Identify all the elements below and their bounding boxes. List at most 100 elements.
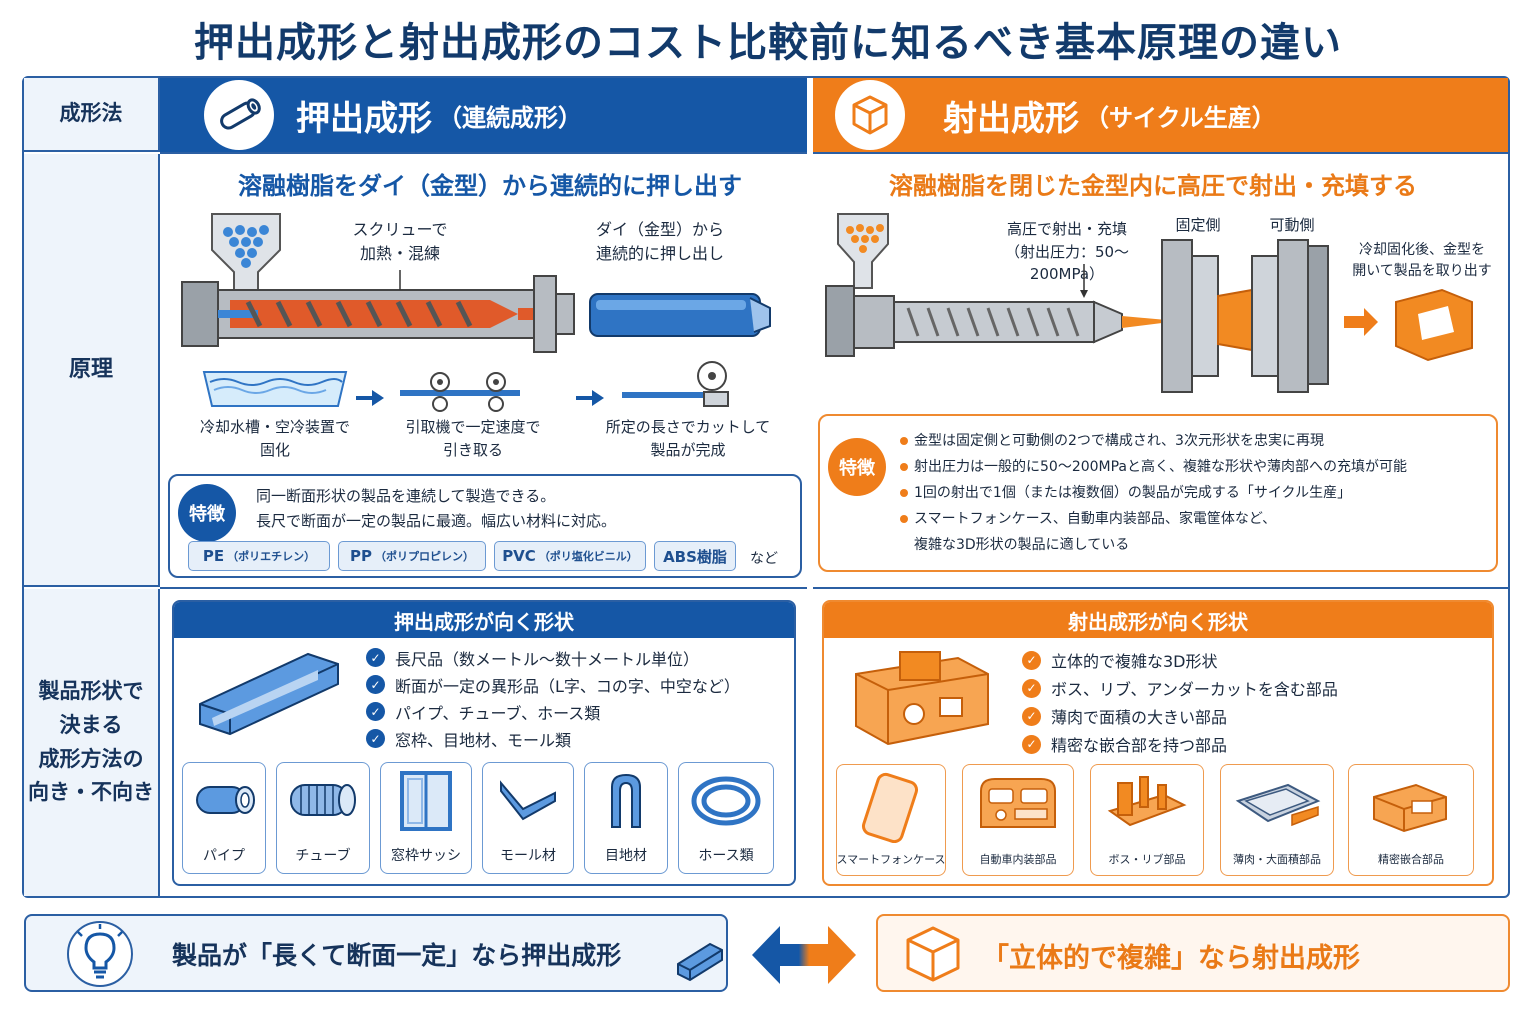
feature-line: スマートフォンケース、自動車内装部品、家電筐体など、 (900, 506, 1407, 532)
row-label-shape-line: 成形方法の (38, 746, 144, 771)
product-card-boss-rib: ボス・リブ部品 (1090, 764, 1204, 876)
feature-line: 1回の射出で1個（または複数個）の製品が完成する「サイクル生産」 (900, 480, 1407, 506)
extrusion-summary-text: 製品が「長くて断面一定」なら押出成形 (172, 941, 622, 970)
page-title: 押出成形と射出成形のコスト比較前に知るべき基本原理の違い (194, 20, 1342, 66)
shape-item-text: 立体的で複雑な3D形状 (1051, 652, 1218, 671)
step-text: 引き取る (442, 440, 503, 459)
extrusion-header: 押出成形 （連続成形） (160, 78, 807, 152)
die-note-line: 連続的に押し出し (595, 244, 724, 263)
precision-part-icon (1373, 783, 1447, 833)
feature-badge: 特徴 (828, 438, 886, 496)
extrusion-features: 同一断面形状の製品を連続して製造できる。 長尺で断面が一定の製品に最適。幅広い材… (256, 484, 616, 534)
rib-part-icon (1107, 776, 1187, 827)
check-icon: ✓ (1022, 734, 1041, 754)
smartphone-case-icon (861, 772, 919, 843)
chip-name: （ポリプロピレン） (375, 550, 474, 563)
shape-item: ✓精密な嵌合部を持つ部品 (1022, 730, 1338, 758)
product-label: 薄肉・大面積部品 (1233, 853, 1321, 866)
injection-title: 射出成形 (943, 98, 1079, 139)
material-chip: PE（ポリエチレン） (188, 541, 330, 571)
product-card-smartphone-case: スマートフォンケース (836, 764, 946, 876)
step-text: 固化 (259, 440, 290, 459)
chip-name: （ポリエチレン） (227, 550, 316, 563)
screw-note-line: スクリューで (352, 220, 448, 239)
product-card-precision-fit: 精密嵌合部品 (1348, 764, 1474, 876)
product-card-pipe: パイプ (182, 762, 266, 874)
material-chip: ABS樹脂 (654, 541, 736, 571)
bullet-icon (900, 489, 908, 497)
step-cutting: 所定の長さでカットして 製品が完成 (588, 416, 788, 461)
step-text: 製品が完成 (650, 440, 726, 459)
check-icon: ✓ (366, 648, 385, 667)
check-icon: ✓ (1022, 706, 1041, 726)
divider (160, 152, 1508, 154)
bullet-icon (900, 437, 908, 445)
row-label-shape-line: 向き・不向き (28, 780, 154, 805)
shape-item-text: 薄肉で面積の大きい部品 (1051, 708, 1228, 727)
product-card-window-sash: 窓枠サッシ (380, 762, 472, 874)
injection-feature-box (818, 414, 1498, 572)
eject-note: 冷却固化後、金型を 開いて製品を取り出す (1340, 240, 1504, 282)
row-label-method: 成形法 (24, 78, 160, 152)
extruder-diagram (181, 213, 771, 353)
bullet-icon (900, 515, 908, 523)
extrusion-shape-list: ✓長尺品（数メートル～数十メートル単位） ✓ 断面が一定の異形品（L字、コの字、中… (366, 644, 740, 752)
process-flow-diagram (202, 361, 729, 412)
feature-line: 金型は固定側と可動側の2つで構成され、3次元形状を忠実に再現 (900, 428, 1407, 454)
chip-code: PP (350, 547, 372, 565)
joint-profile-icon (611, 773, 641, 828)
material-chip: PVC（ポリ塩化ビニル） (494, 541, 646, 571)
feature-line: 長尺で断面が一定の製品に最適。幅広い材料に対応。 (256, 512, 617, 530)
double-arrow-icon (752, 926, 856, 984)
channel-profile-icon (199, 652, 339, 736)
shape-item: ✓パイプ、チューブ、ホース類 (366, 698, 740, 725)
pipe-icon (196, 786, 255, 814)
shape-item: ✓窓枠、目地材、モール類 (366, 725, 740, 752)
window-frame-icon (400, 771, 452, 831)
product-label: パイプ (203, 848, 245, 864)
extrusion-title: 押出成形 (296, 98, 432, 139)
screw-note: スクリューで 加熱・混練 (320, 218, 480, 266)
pressure-note: 高圧で射出・充填 （射出圧力：50～200MPa） (972, 218, 1162, 286)
extrusion-summary-box (24, 914, 728, 992)
check-icon: ✓ (1022, 678, 1041, 698)
product-card-hose: ホース類 (678, 762, 774, 874)
chip-code: PE (202, 547, 225, 565)
feature-text: 射出圧力は一般的に50～200MPaと高く、複雑な形状や薄肉部への充填が可能 (914, 459, 1408, 475)
row-label-shape-line: 決まる (59, 712, 123, 737)
cube-icon (906, 926, 960, 982)
product-label: チューブ (295, 848, 351, 864)
injection-subtitle: （サイクル生産） (1085, 103, 1276, 132)
check-icon: ✓ (366, 675, 385, 694)
shape-item: ✓ 薄肉で面積の大きい部品 (1022, 702, 1338, 730)
eject-note-line: 冷却固化後、金型を (1359, 242, 1485, 258)
feature-text: 金型は固定側と可動側の2つで構成され、3次元形状を忠実に再現 (914, 433, 1324, 449)
screw-note-line: 加熱・混練 (359, 244, 440, 263)
shape-item: ✓長尺品（数メートル～数十メートル単位） (366, 644, 740, 671)
injection-shape-list: ✓立体的で複雑な3D形状 ✓ボス、リブ、アンダーカットを含む部品 ✓薄肉で面積の… (1022, 646, 1338, 758)
injection-machine-diagram (825, 213, 1473, 393)
row-label-shape: 製品形状で 決まる 成形方法の 向き・不向き (24, 589, 160, 896)
chip-name: （ポリ塩化ビニル） (538, 550, 638, 563)
molding-strip-icon (500, 780, 556, 821)
chip-code: ABS樹脂 (663, 547, 727, 566)
row-label-principle: 原理 (24, 154, 160, 587)
check-icon: ✓ (1022, 650, 1041, 670)
car-dashboard-icon (980, 778, 1056, 828)
product-label: 精密嵌合部品 (1378, 853, 1444, 866)
feature-badge: 特徴 (178, 484, 236, 542)
feature-line: 複雑な3D形状の製品に適している (914, 537, 1130, 553)
extrusion-shape-title: 押出成形が向く形状 (174, 602, 794, 638)
product-card-molding: モール材 (482, 762, 574, 874)
shape-item: ✓ 立体的で複雑な3D形状 (1022, 646, 1338, 674)
row-label-shape-line: 製品形状で (38, 679, 144, 704)
pressure-note-line: （射出圧力：50～200MPa） (1004, 242, 1130, 284)
step-cooling: 冷却水槽・空冷装置で 固化 (180, 416, 370, 461)
step-text: 引取機で一定速度で (405, 418, 541, 436)
profile-bar-icon (677, 942, 723, 982)
step-pulling: 引取機で一定速度で 引き取る (378, 416, 568, 461)
shape-item-text: 断面が一定の異形品（L字、コの字、中空など） (395, 676, 740, 696)
thin-panel-icon (1235, 783, 1321, 827)
injection-features: 金型は固定側と可動側の2つで構成され、3次元形状を忠実に再現 射出圧力は一般的に… (900, 428, 1407, 558)
hose-icon (691, 776, 761, 826)
